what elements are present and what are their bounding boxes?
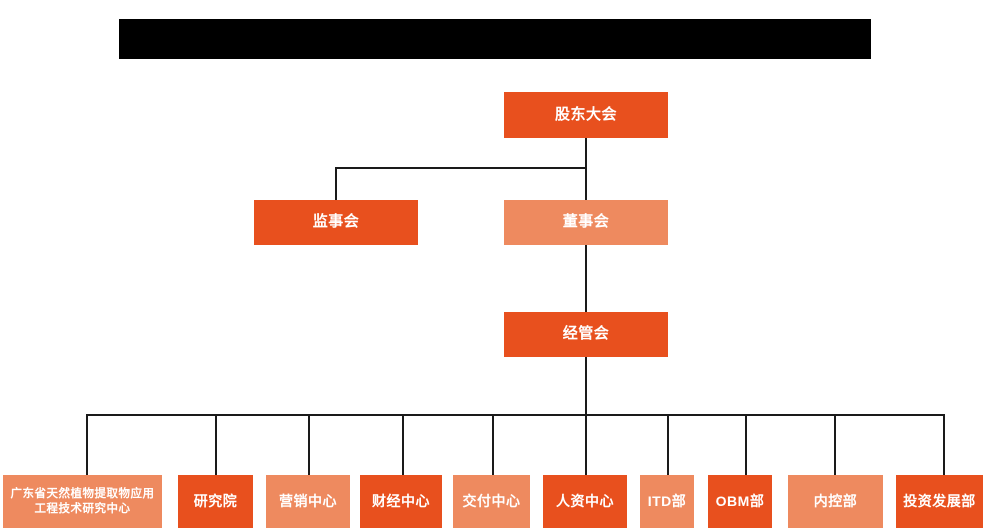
node-label: 营销中心 bbox=[279, 492, 337, 509]
connector-drop-d8 bbox=[745, 414, 747, 475]
connector-drop-d3 bbox=[308, 414, 310, 475]
node-shareholders-meeting[interactable]: 股东大会 bbox=[504, 92, 668, 138]
connector-drop-d10 bbox=[943, 414, 945, 475]
node-label: 研究院 bbox=[193, 492, 238, 509]
connector-drop-d1 bbox=[86, 414, 88, 475]
node-label: 经管会 bbox=[562, 325, 610, 343]
node-obm-department[interactable]: OBM部 bbox=[708, 475, 772, 528]
connector-drop-d5 bbox=[492, 414, 494, 475]
node-marketing-center[interactable]: 营销中心 bbox=[266, 475, 350, 528]
connector-shareholders-horizontal bbox=[335, 167, 587, 169]
node-management-committee[interactable]: 经管会 bbox=[504, 312, 668, 357]
node-board-of-supervisors[interactable]: 监事会 bbox=[254, 200, 418, 245]
node-label: 董事会 bbox=[562, 213, 610, 231]
node-label: 广东省天然植物提取物应用工程技术研究中心 bbox=[10, 488, 155, 515]
node-itd-department[interactable]: ITD部 bbox=[640, 475, 694, 528]
connector-directors-to-management bbox=[585, 245, 587, 312]
connector-drop-d9 bbox=[834, 414, 836, 475]
connector-shareholders-down bbox=[585, 138, 587, 168]
node-investment-development-department[interactable]: 投资发展部 bbox=[896, 475, 983, 528]
connector-department-bus bbox=[86, 414, 944, 416]
connector-drop-d6 bbox=[585, 414, 587, 475]
redacted-title-bar bbox=[119, 19, 871, 59]
node-label: ITD部 bbox=[647, 492, 687, 509]
node-label: 监事会 bbox=[312, 213, 360, 231]
node-board-of-directors[interactable]: 董事会 bbox=[504, 200, 668, 245]
connector-drop-d2 bbox=[215, 414, 217, 475]
node-label: 股东大会 bbox=[554, 105, 617, 123]
node-label: 财经中心 bbox=[372, 492, 430, 509]
connector-drop-d4 bbox=[402, 414, 404, 475]
node-hr-center[interactable]: 人资中心 bbox=[543, 475, 627, 528]
connector-management-to-bus bbox=[585, 357, 587, 415]
node-label: 交付中心 bbox=[462, 492, 521, 509]
connector-drop-d7 bbox=[667, 414, 669, 475]
node-guangdong-research-center[interactable]: 广东省天然植物提取物应用工程技术研究中心 bbox=[3, 475, 162, 528]
connector-supervisors-drop bbox=[335, 167, 337, 200]
node-finance-center[interactable]: 财经中心 bbox=[360, 475, 442, 528]
node-label: OBM部 bbox=[715, 492, 765, 509]
connector-directors-drop bbox=[585, 167, 587, 200]
node-internal-control-department[interactable]: 内控部 bbox=[788, 475, 883, 528]
node-delivery-center[interactable]: 交付中心 bbox=[453, 475, 530, 528]
node-label: 投资发展部 bbox=[903, 492, 976, 509]
node-research-institute[interactable]: 研究院 bbox=[178, 475, 253, 528]
node-label: 人资中心 bbox=[556, 492, 614, 509]
node-label: 内控部 bbox=[813, 492, 858, 509]
